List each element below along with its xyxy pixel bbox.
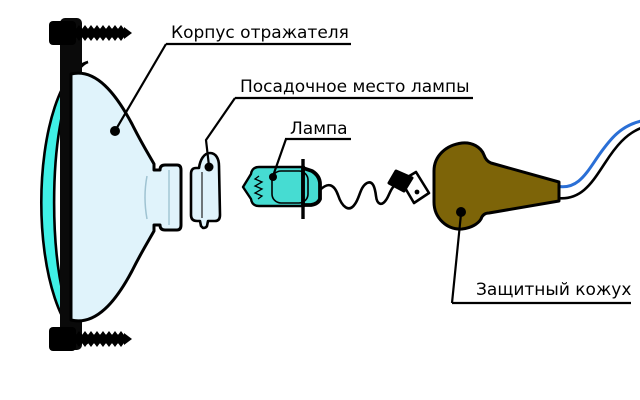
leader-protective-cover: [450, 213, 463, 304]
reflector-body: [69, 71, 183, 323]
mounting-screw-top-icon: [49, 21, 132, 45]
label-reflector-housing: Корпус отражателя: [171, 23, 349, 43]
label-lamp: Лампа: [290, 119, 348, 139]
label-protective-cover: Защитный кожух: [476, 280, 632, 300]
leader-dot-lamp: [269, 173, 277, 181]
wire-connector: [387, 169, 431, 205]
leader-lines: [114, 42, 631, 305]
reflector-neck-shading: [144, 175, 148, 220]
lamp-wire: [319, 181, 395, 210]
leader-lamp: [271, 138, 288, 177]
lamp-filament: [253, 175, 264, 200]
connector-boot: [387, 169, 414, 193]
cover-wire-black: [556, 127, 640, 200]
label-lamp-seat: Посадочное место лампы: [240, 77, 470, 97]
mounting-screw-bottom-icon: [49, 327, 132, 351]
leader-dot-protective-cover: [456, 207, 466, 217]
lamp-inner-base-outline: [271, 170, 309, 204]
lamp-bulb: [241, 159, 322, 219]
protective-cover-shape: [432, 141, 561, 231]
lamp-seat-shape: [189, 151, 222, 230]
leader-dot-lamp-seat: [204, 162, 214, 172]
connector-pin-hole: [414, 189, 420, 195]
leader-lamp-seat: [204, 97, 236, 167]
leader-dot-reflector-housing: [110, 126, 120, 136]
cover-wire-blue: [555, 119, 640, 189]
leader-reflector-housing: [114, 43, 167, 132]
